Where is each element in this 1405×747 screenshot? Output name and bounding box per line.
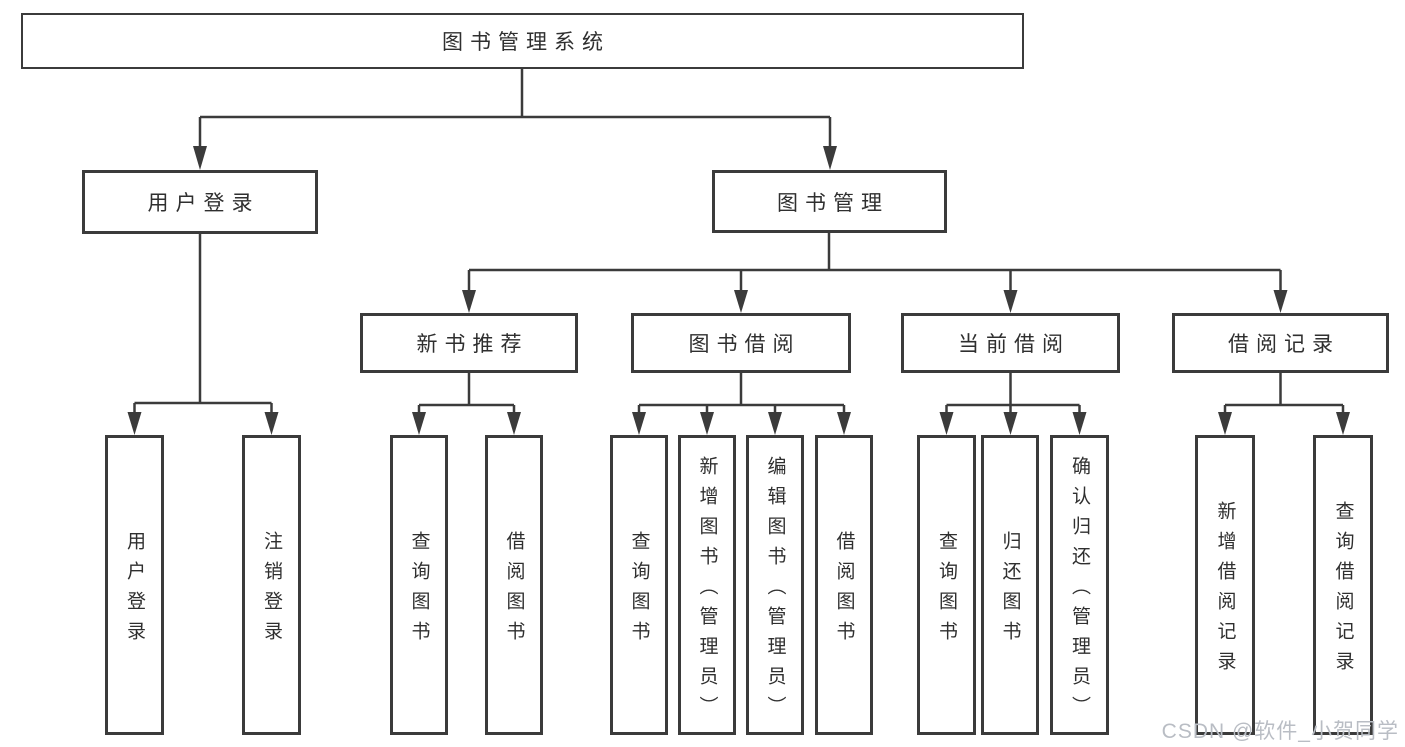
node-label: 新增图书（管理员） bbox=[696, 455, 718, 726]
connector-borrow-record-to-leaves bbox=[1223, 373, 1345, 414]
arrowhead-icon bbox=[734, 290, 748, 313]
connector-root-to-level2 bbox=[198, 69, 832, 146]
arrowhead-icon bbox=[193, 146, 207, 170]
arrowhead-icon bbox=[1218, 412, 1232, 435]
node-label: 当前借阅 bbox=[958, 333, 1070, 356]
node-library-management-system: 图书管理系统 bbox=[21, 13, 1024, 69]
node-label: 借阅图书 bbox=[503, 530, 525, 651]
arrowhead-icon bbox=[1273, 290, 1288, 313]
node-label: 借阅记录 bbox=[1228, 333, 1340, 356]
node-label: 归还图书 bbox=[999, 530, 1021, 651]
leaf-confirm-return-admin: 确认归还（管理员） bbox=[1050, 435, 1109, 735]
leaf-add-books-admin: 新增图书（管理员） bbox=[678, 435, 736, 735]
leaf-edit-books-admin: 编辑图书（管理员） bbox=[746, 435, 804, 735]
node-user-login: 用户登录 bbox=[82, 170, 318, 234]
node-label: 图书管理系统 bbox=[442, 31, 610, 54]
arrowhead-icon bbox=[837, 412, 851, 435]
node-label: 借阅图书 bbox=[833, 530, 855, 651]
csdn-watermark: CSDN @软件_小贺同学 bbox=[1161, 720, 1399, 743]
leaf-query-books: 查询图书 bbox=[390, 435, 448, 735]
leaf-return-books: 归还图书 bbox=[981, 435, 1039, 735]
node-label: 查询图书 bbox=[408, 530, 430, 651]
leaf-borrow-books: 借阅图书 bbox=[485, 435, 543, 735]
node-book-borrow: 图书借阅 bbox=[631, 313, 851, 373]
node-borrow-record: 借阅记录 bbox=[1172, 313, 1389, 373]
node-label: 编辑图书（管理员） bbox=[764, 455, 786, 726]
arrowhead-icon bbox=[412, 412, 426, 435]
node-label: 图书管理 bbox=[777, 191, 889, 215]
arrowhead-icon bbox=[462, 290, 476, 313]
node-label: 查询借阅记录 bbox=[1332, 500, 1354, 681]
leaf-user-login: 用户登录 bbox=[105, 435, 164, 735]
arrowhead-icon bbox=[1003, 290, 1018, 313]
node-book-management: 图书管理 bbox=[712, 170, 947, 233]
arrowhead-icon bbox=[1336, 412, 1350, 435]
arrowhead-icon bbox=[700, 412, 714, 435]
arrowhead-icon bbox=[632, 412, 646, 435]
leaf-logout-login: 注销登录 bbox=[242, 435, 301, 735]
leaf-query-borrow-record: 查询借阅记录 bbox=[1313, 435, 1373, 735]
node-new-book-recommend: 新书推荐 bbox=[360, 313, 578, 373]
node-label: 图书借阅 bbox=[688, 333, 801, 356]
connector-user-login-to-leaves bbox=[133, 234, 273, 414]
leaf-borrow-books: 借阅图书 bbox=[815, 435, 873, 735]
connector-book-borrow-to-leaves bbox=[637, 373, 846, 414]
node-label: 用户登录 bbox=[124, 530, 145, 651]
node-label: 新书推荐 bbox=[416, 333, 529, 356]
arrowhead-icon bbox=[507, 412, 521, 435]
arrowhead-icon bbox=[127, 412, 142, 435]
leaf-query-books: 查询图书 bbox=[917, 435, 976, 735]
arrowhead-icon bbox=[939, 412, 954, 435]
arrowhead-icon bbox=[1003, 412, 1018, 435]
node-label: 查询图书 bbox=[628, 530, 650, 651]
leaf-query-books: 查询图书 bbox=[610, 435, 668, 735]
arrowhead-icon bbox=[264, 412, 279, 435]
node-label: 注销登录 bbox=[261, 530, 282, 651]
leaf-add-borrow-record: 新增借阅记录 bbox=[1195, 435, 1255, 735]
node-label: 查询图书 bbox=[936, 530, 957, 651]
node-label: 确认归还（管理员） bbox=[1069, 455, 1090, 726]
node-current-borrow: 当前借阅 bbox=[901, 313, 1120, 373]
arrowhead-icon bbox=[1072, 412, 1087, 435]
connector-book-management-to-level3 bbox=[467, 233, 1282, 292]
node-label: 新增借阅记录 bbox=[1214, 500, 1236, 681]
arrowhead-icon bbox=[823, 146, 837, 170]
connector-new-book-recommend-to-leaves bbox=[417, 373, 516, 414]
node-label: 用户登录 bbox=[147, 192, 260, 215]
connector-current-borrow-to-leaves bbox=[945, 373, 1081, 414]
arrowhead-icon bbox=[768, 412, 782, 435]
